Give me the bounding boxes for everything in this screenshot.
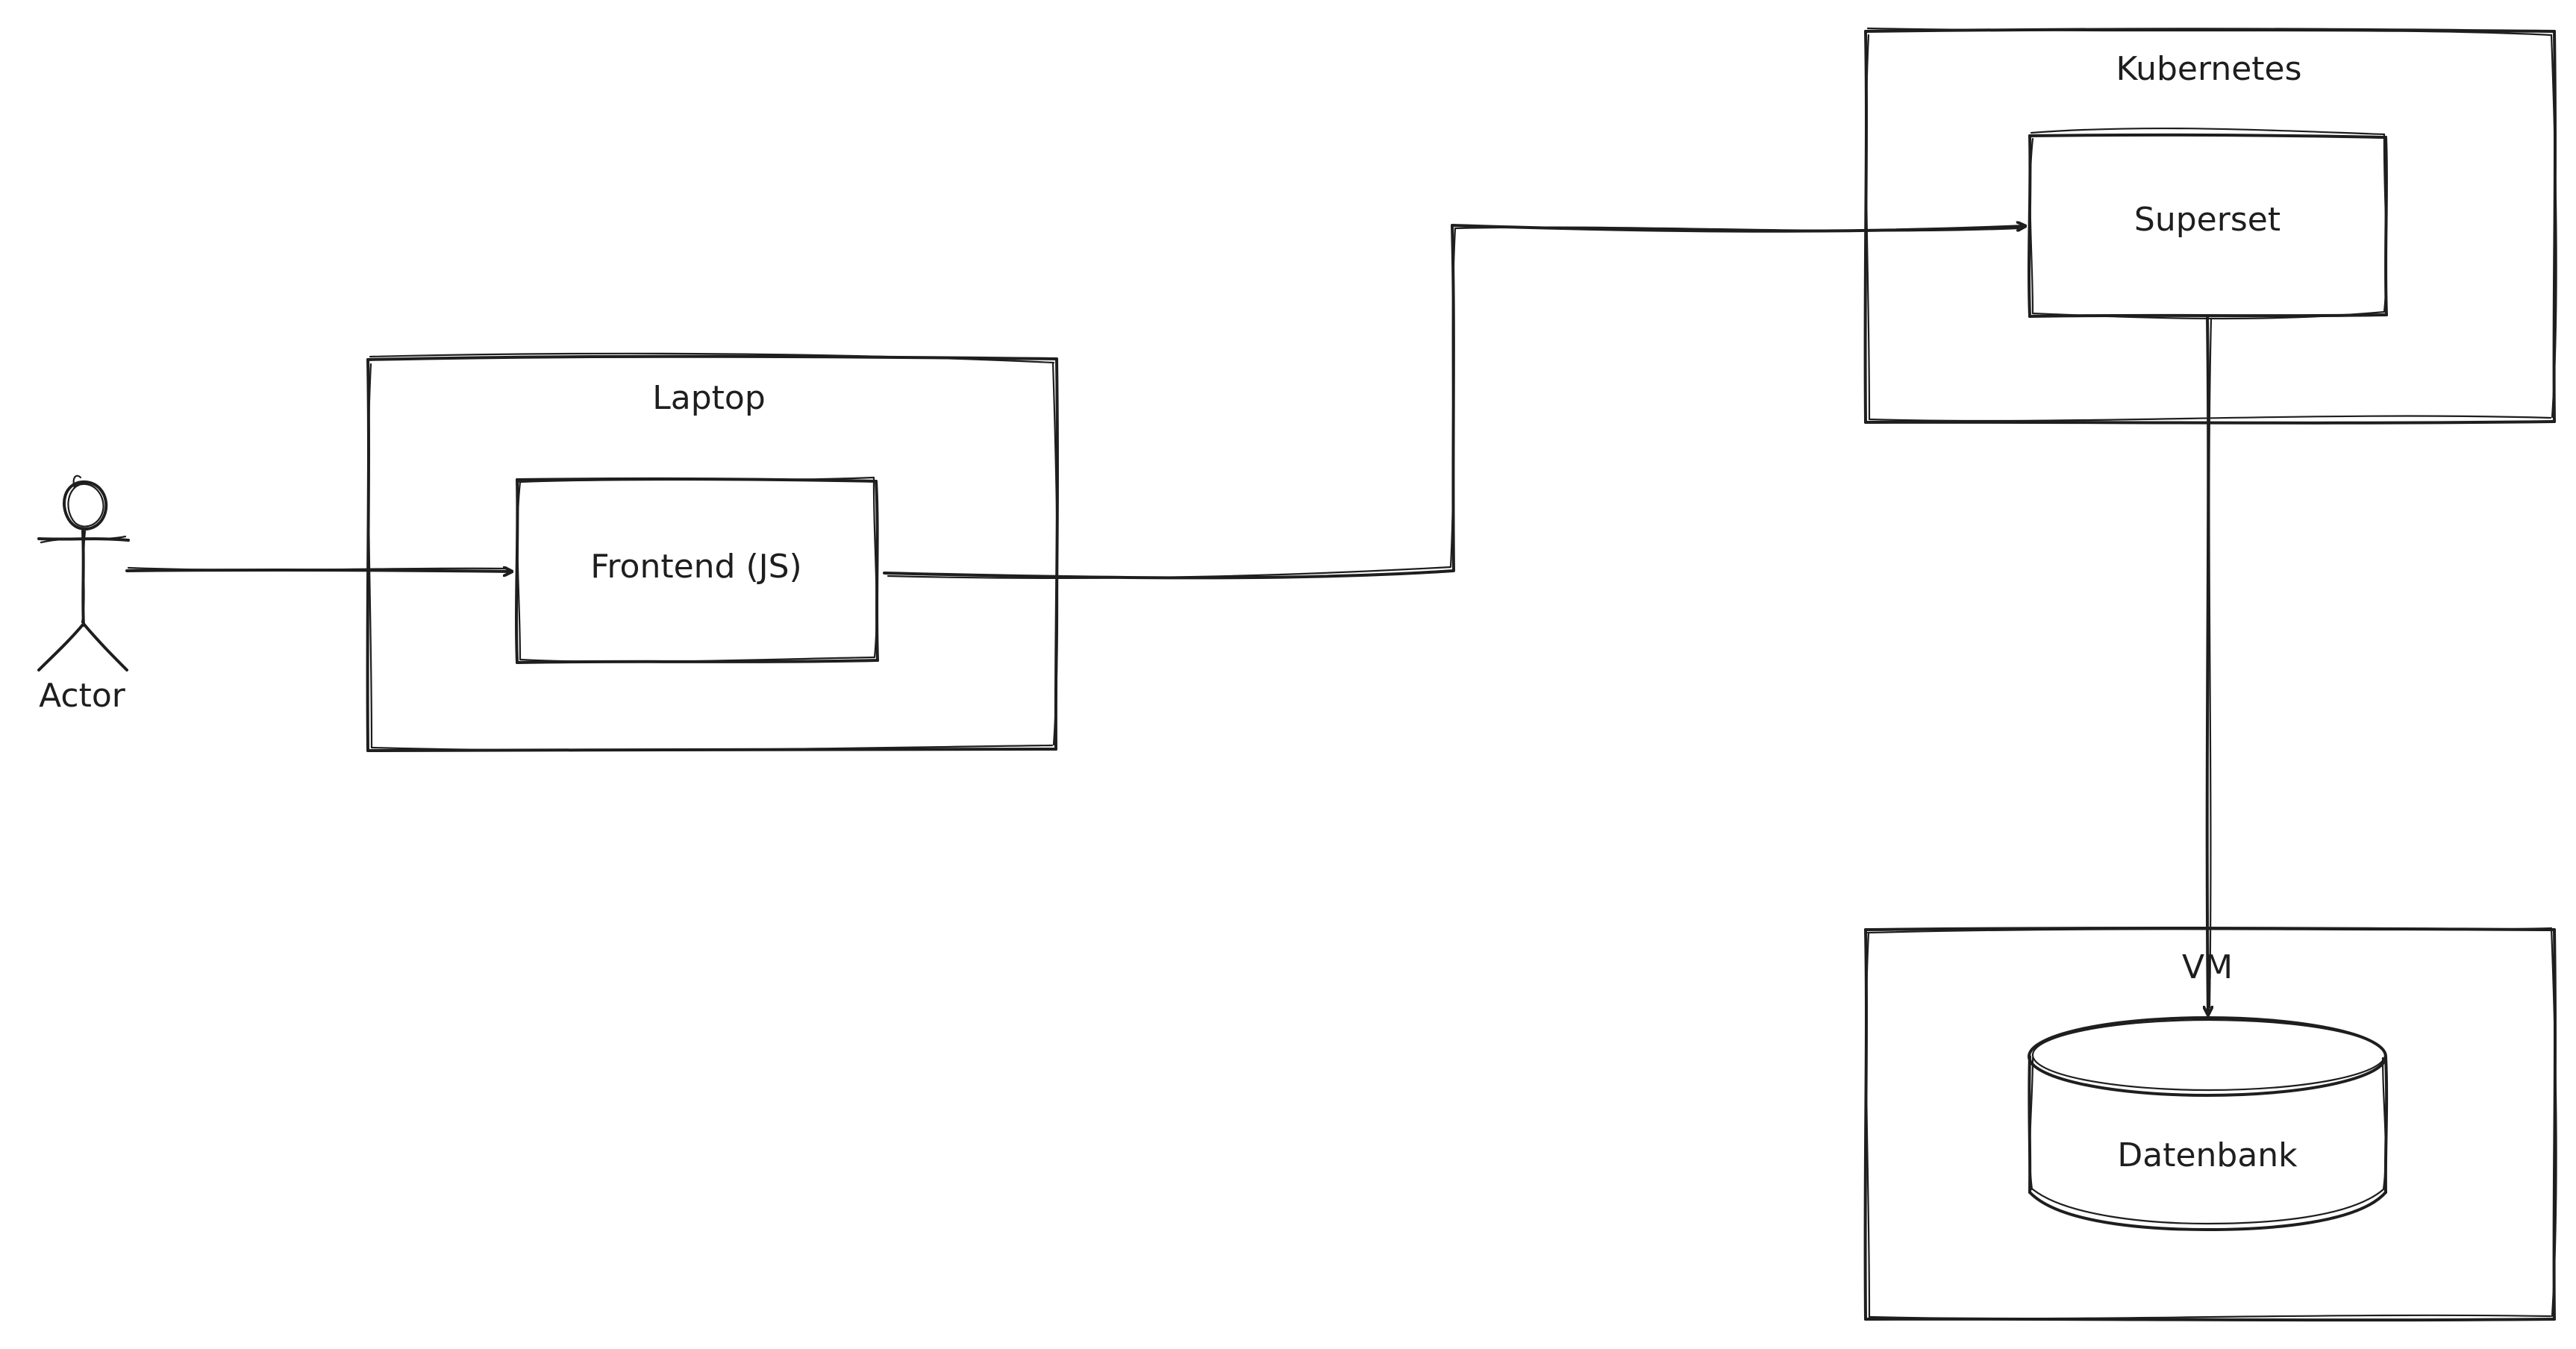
database-label: Datenbank [2117, 1136, 2298, 1174]
laptop-container[interactable]: Laptop [366, 352, 1059, 752]
arrow-superset-to-database [2207, 315, 2211, 1015]
database-node[interactable]: Datenbank [2028, 1016, 2389, 1231]
kubernetes-container[interactable]: Kubernetes [1863, 27, 2557, 425]
actor-label: Actor [39, 677, 126, 715]
actor[interactable]: Actor [37, 475, 130, 715]
frontend-label: Frontend (JS) [590, 548, 801, 586]
vm-container[interactable]: VM [1863, 926, 2557, 1322]
arrow-actor-to-frontend [125, 568, 512, 572]
frontend-node[interactable]: Frontend (JS) [515, 476, 879, 664]
laptop-label: Laptop [652, 379, 766, 417]
arrow-frontend-to-superset [883, 225, 2025, 580]
superset-label: Superset [2134, 201, 2280, 239]
superset-node[interactable]: Superset [2028, 127, 2388, 320]
actor-icon [37, 475, 130, 672]
kubernetes-label: Kubernetes [2116, 50, 2301, 88]
